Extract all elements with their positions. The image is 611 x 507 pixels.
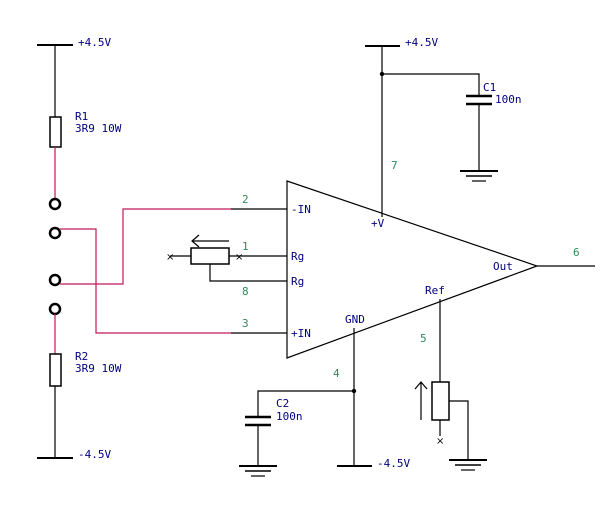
amp-out-label: Out: [493, 260, 513, 273]
ref-pot-wiper-wire: [449, 400, 469, 460]
r2-resistor: [49, 353, 62, 387]
left-neg-label: -4.5V: [78, 448, 111, 461]
terminal-1[interactable]: [48, 197, 62, 211]
amp-in-pos-label: +IN: [291, 327, 311, 340]
c1-value: 100n: [495, 93, 522, 106]
c1-ref: C1: [483, 81, 496, 94]
r1-value: 3R9 10W: [75, 122, 122, 135]
pin-number-in-neg: 2: [242, 193, 249, 206]
pin-number-vplus: 7: [391, 159, 398, 172]
instrumentation-amplifier: [286, 180, 539, 359]
wire-to-pos-input: [60, 228, 231, 334]
amp-vplus-label: +V: [371, 217, 385, 230]
amp-in-neg-label: -IN: [291, 203, 311, 216]
r1-resistor: [49, 116, 62, 148]
amp-rg1-label: Rg: [291, 250, 304, 263]
terminal-4[interactable]: [48, 302, 62, 316]
ref-trim-potentiometer[interactable]: [431, 381, 450, 421]
r2-value: 3R9 10W: [75, 362, 122, 375]
left-pos-label: +4.5V: [78, 36, 111, 49]
pin-number-out: 6: [573, 246, 580, 259]
amp-gnd-label: GND: [345, 313, 365, 326]
pin-number-rg2: 8: [242, 285, 249, 298]
amp-rg2-label: Rg: [291, 275, 304, 288]
ref-pot-adjust-arrowhead: [414, 381, 428, 390]
c2-value: 100n: [276, 410, 303, 423]
pin-number-in-pos: 3: [242, 317, 249, 330]
pin-number-ref: 5: [420, 332, 427, 345]
top-pos-label: +4.5V: [405, 36, 438, 49]
r1-ref: R1: [75, 110, 88, 123]
rg-pot-wiper-wire: [209, 264, 287, 282]
ref-ground-icon: [449, 459, 487, 471]
ref-pot-end-x: ×: [436, 436, 444, 447]
rg-pot-wiper-arrowhead: [191, 234, 200, 248]
c2-wire-top: [257, 390, 354, 417]
c2-ref: C2: [276, 397, 289, 410]
c1-ground-icon: [460, 170, 498, 182]
terminal-2[interactable]: [48, 226, 62, 240]
pin-number-gnd: 4: [333, 367, 340, 380]
bottom-neg-label: -4.5V: [377, 457, 410, 470]
wire-to-neg-input: [60, 208, 231, 285]
rg-potentiometer[interactable]: [190, 247, 230, 265]
amp-ref-label: Ref: [425, 284, 445, 297]
r2-ref: R2: [75, 350, 88, 363]
rg-pot-end-x-left: ×: [166, 252, 174, 263]
pin-number-rg1: 1: [242, 240, 249, 253]
c1-wire-top: [382, 73, 480, 96]
c2-ground-icon: [239, 465, 277, 477]
terminal-3[interactable]: [48, 273, 62, 287]
rg-pot-end-x-right: ×: [235, 252, 243, 263]
